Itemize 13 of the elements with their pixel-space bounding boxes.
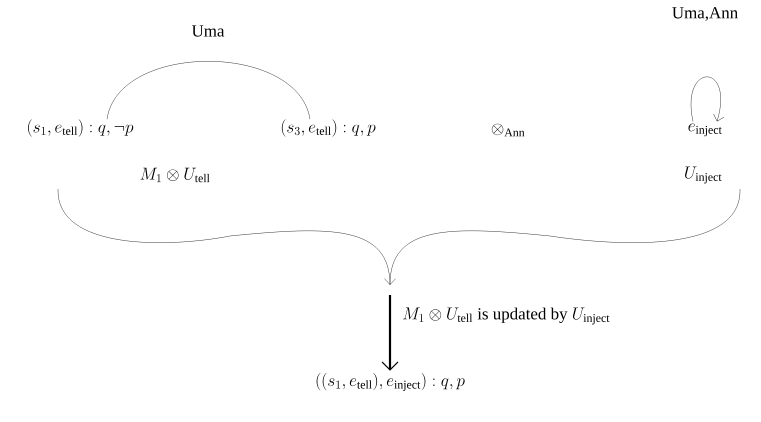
self-loop-arrow xyxy=(690,76,724,122)
operator-label: $\otimes_{\text{Ann}}$ xyxy=(492,124,524,136)
edge-label: Uma xyxy=(192,25,224,37)
arc-line xyxy=(106,61,310,120)
formula-text: $(s_1, e_{\text{tell}}) : q, \neg p$ xyxy=(28,119,134,137)
formula-text: $M_1 \otimes U_{\text{tell}}$ xyxy=(140,168,210,182)
edge-label: Uma,Ann xyxy=(672,7,738,21)
formula-text: $((s_1, e_{\text{tell}}), e_{\text{inject}}) : q, p$ xyxy=(316,373,465,391)
formula-text: $U_{\text{inject}}$ xyxy=(685,166,722,184)
double-arrow xyxy=(382,295,398,371)
formula-text: $e_{\text{inject}}$ xyxy=(688,124,722,136)
edge-label: $M_1 \otimes U_{\text{tell}} \text{ is updated by } U_{\text{inject}}$ xyxy=(403,308,610,324)
formula-text: $(s_3, e_{\text{tell}}) : q, p$ xyxy=(282,119,376,137)
